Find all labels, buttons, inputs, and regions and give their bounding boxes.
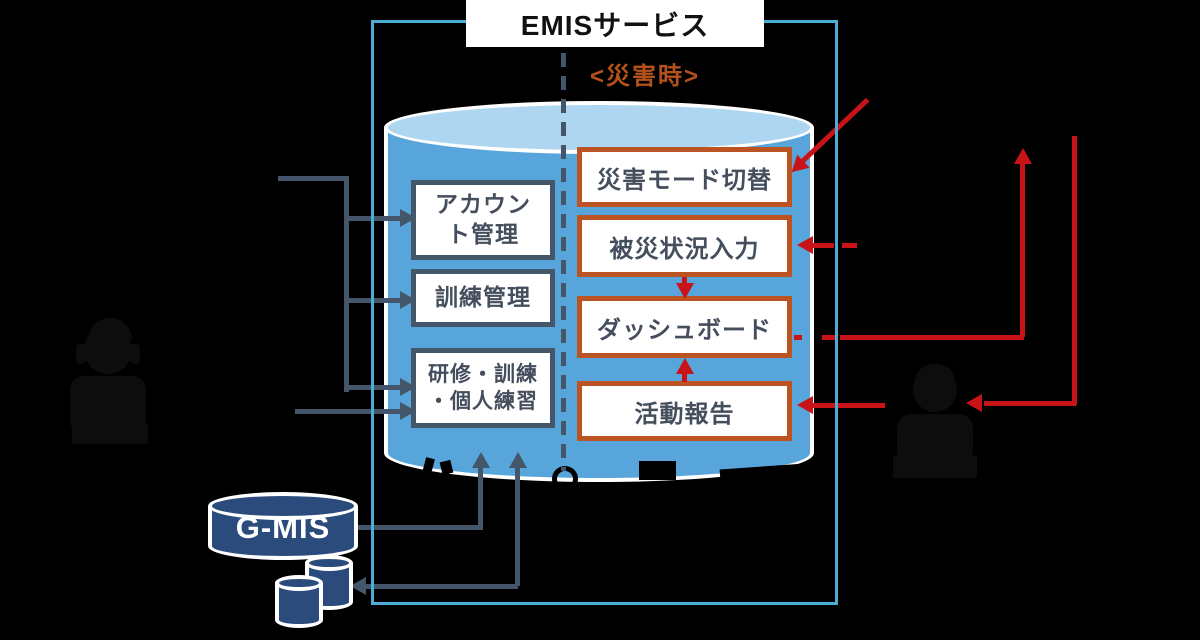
- arrow-segment-red: [682, 277, 687, 284]
- db-small-right-top: [305, 555, 353, 571]
- arrow-dash-red: [842, 243, 857, 248]
- arrow-segment-gmis: [357, 525, 483, 530]
- box-label-line: ト管理: [447, 221, 519, 247]
- box-label-line: 被災状況入力: [609, 235, 760, 263]
- box-label-line: 訓練管理: [435, 284, 531, 311]
- emis-service-frame: [371, 20, 838, 605]
- person-torso: [897, 414, 973, 458]
- person-head: [84, 326, 132, 374]
- arrow-segment-db: [515, 468, 520, 586]
- arrowhead-to-drill-2: [400, 402, 416, 420]
- box-label-line: 災害モード切替: [597, 166, 772, 194]
- arrowhead-damage-to-dashboard: [676, 283, 694, 299]
- arrowhead-gmis-to-emis: [472, 452, 490, 468]
- arrow-segment-red: [682, 373, 687, 382]
- phase-label: <災害時>: [589, 63, 701, 90]
- arrow-segment: [344, 176, 349, 392]
- headset-earpiece: [130, 344, 140, 364]
- arrow-segment-red: [813, 403, 885, 408]
- phase-divider-dashed-line: [561, 53, 566, 471]
- arrowhead-to-account: [400, 209, 416, 227]
- arrowhead-to-damage-input: [797, 236, 813, 254]
- arrow-segment: [295, 409, 400, 414]
- box-disaster-mode-switch: 災害モード切替: [577, 147, 792, 207]
- page-title: EMISサービス: [520, 9, 710, 41]
- box-label-line: アカウン: [435, 191, 531, 218]
- headset-earpiece: [76, 344, 86, 364]
- arrow-segment-right: [984, 401, 1076, 406]
- arrow-segment-red: [813, 243, 834, 248]
- arrow-segment-gmis: [478, 468, 483, 528]
- box-label-line: 研修・訓練: [428, 362, 538, 386]
- box-dashboard: ダッシュボード: [577, 296, 792, 358]
- person-head: [913, 368, 957, 412]
- arrowhead-to-drill: [400, 378, 416, 396]
- laptop-shape: [893, 456, 977, 478]
- box-label-line: ・個人練習: [428, 390, 538, 413]
- arrow-segment-dashboard-out: [1020, 164, 1025, 337]
- person-torso: [70, 376, 146, 428]
- arrowhead-to-training: [400, 291, 416, 309]
- box-activity-report: 活動報告: [577, 381, 792, 441]
- box-drill-practice: 研修・訓練 ・個人練習: [411, 348, 555, 428]
- arrow-segment-red: [794, 335, 802, 340]
- arrow-dash-red: [822, 335, 838, 340]
- person-silhouette-icon-right: [893, 364, 977, 480]
- arrowhead-db-to-emis: [509, 452, 527, 468]
- box-damage-status-input: 被災状況入力: [577, 215, 792, 277]
- person-silhouette-icon-left: [70, 318, 150, 446]
- arrow-segment: [278, 176, 345, 181]
- arrowhead-report-to-dashboard: [676, 358, 694, 374]
- box-label-line: 活動報告: [634, 400, 735, 428]
- title-box: EMISサービス: [466, 0, 764, 47]
- box-label-line: ダッシュボード: [597, 316, 772, 344]
- arrowhead-emis-to-db: [350, 577, 366, 595]
- arrow-segment-dashboard-out: [840, 335, 1024, 340]
- arrowhead-to-person: [966, 394, 982, 412]
- db-small-left-top: [275, 575, 323, 591]
- arrowhead-to-activity-report: [797, 396, 813, 414]
- gmis-label: G-MIS: [235, 510, 331, 545]
- gmis-cylinder-top: [208, 492, 358, 520]
- laptop-shape: [72, 424, 148, 444]
- box-account-management: アカウン ト管理: [411, 180, 555, 260]
- arrow-segment-right: [1072, 136, 1077, 405]
- artifact-shape: [639, 461, 676, 480]
- arrowhead-dashboard-up: [1014, 148, 1032, 164]
- arrow-segment-db: [366, 584, 518, 589]
